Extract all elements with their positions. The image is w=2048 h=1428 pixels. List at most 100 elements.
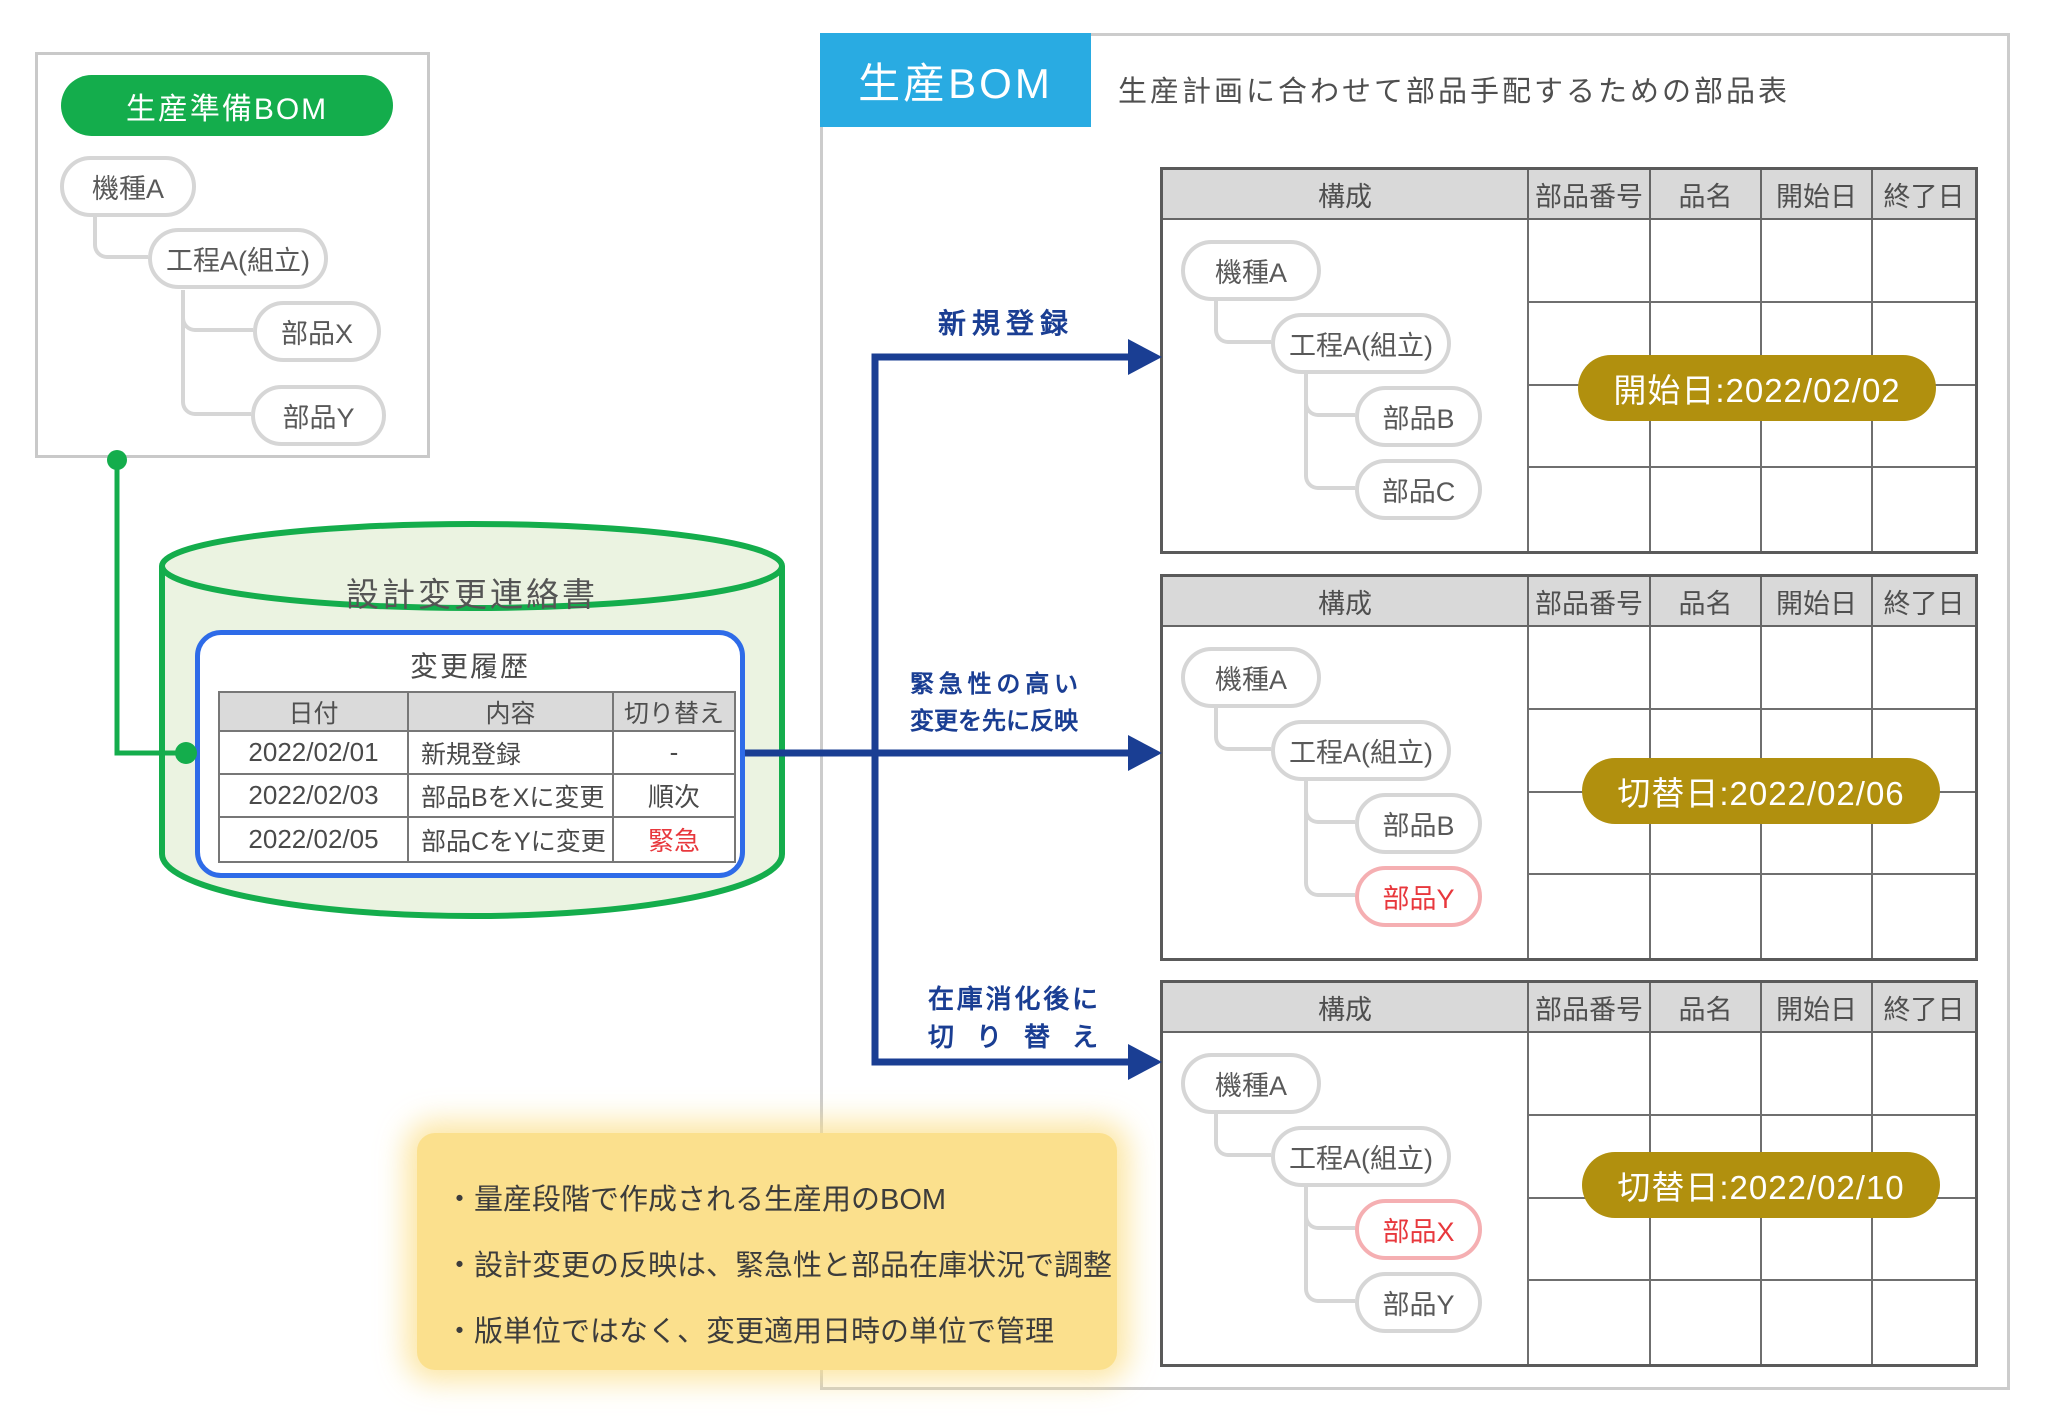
table-cell	[1529, 1198, 1651, 1282]
col-header-part-no: 部品番号	[1529, 983, 1651, 1033]
change-history-table: 日付 内容 切り替え 2022/02/01 新規登録 - 2022/02/03 …	[218, 691, 736, 863]
col-header-date: 日付	[220, 693, 409, 732]
node-part-c: 部品C	[1355, 459, 1482, 520]
node-model-a: 機種A	[1181, 1053, 1321, 1114]
table-cell	[1651, 1198, 1762, 1282]
arrow-label-text: 緊急性の高い	[910, 671, 1078, 698]
history-switch-urgent: 緊急	[614, 818, 734, 861]
arrow-label-text: 新規登録	[938, 308, 1068, 339]
table-cell	[1873, 386, 1975, 469]
table-cell	[1529, 385, 1651, 469]
node-part-y: 部品Y	[251, 385, 386, 446]
table-cell	[1873, 1199, 1975, 1282]
history-switch: 順次	[614, 775, 734, 818]
table-cell	[1762, 220, 1873, 303]
table-cell	[1873, 627, 1975, 710]
prep-bom-panel: 生産準備BOM 機種A 工程A(組立) 部品X 部品Y	[35, 52, 430, 458]
history-switch: -	[614, 732, 734, 775]
table-cell	[1529, 1281, 1651, 1364]
col-header-part-no: 部品番号	[1529, 170, 1651, 220]
note-box: ・量産段階で作成される生産用のBOM ・設計変更の反映は、緊急性と部品在庫状況で…	[417, 1133, 1117, 1370]
structure-cell	[1163, 627, 1529, 958]
history-content: 新規登録	[409, 732, 614, 775]
table-cell	[1651, 468, 1762, 551]
prep-bom-title: 生産準備BOM	[61, 75, 393, 136]
table-cell	[1529, 627, 1651, 710]
change-notice-label: 設計変更連絡書	[346, 576, 598, 613]
arrow-label-after-stock: 在庫消化後に 切り替え	[928, 980, 1098, 1056]
col-header-part-name: 品名	[1651, 983, 1762, 1033]
table-cell	[1762, 468, 1873, 551]
change-history-title: 変更履歴	[409, 651, 530, 682]
node-model-a: 機種A	[1181, 647, 1321, 708]
production-bom-subtitle: 生産計画に合わせて部品手配するための部品表	[1118, 76, 1791, 108]
table-cell	[1873, 468, 1975, 551]
tree-connector	[1304, 374, 1355, 490]
col-header-structure: 構成	[1163, 170, 1529, 220]
table-cell	[1529, 875, 1651, 958]
col-header-end: 終了日	[1873, 577, 1975, 627]
structure-cell	[1163, 220, 1529, 551]
col-header-part-name: 品名	[1651, 577, 1762, 627]
table-cell	[1651, 627, 1762, 710]
node-process-a: 工程A(組立)	[1271, 313, 1451, 374]
table-cell	[1651, 1281, 1762, 1364]
node-part-x-changed: 部品X	[1355, 1199, 1482, 1260]
note-line: ・量産段階で作成される生産用のBOM	[445, 1184, 947, 1216]
node-model-a: 機種A	[60, 156, 196, 217]
tree-connector	[181, 290, 251, 416]
table-cell	[1529, 1033, 1651, 1116]
tree-connector	[1214, 708, 1271, 751]
node-part-y-changed: 部品Y	[1355, 866, 1482, 927]
history-date: 2022/02/01	[220, 732, 409, 775]
table-cell	[1873, 875, 1975, 958]
table-cell	[1873, 793, 1975, 876]
history-date: 2022/02/05	[220, 818, 409, 861]
node-part-y: 部品Y	[1355, 1272, 1482, 1333]
node-part-x: 部品X	[253, 301, 381, 362]
col-header-end: 終了日	[1873, 983, 1975, 1033]
tree-connector	[93, 217, 148, 259]
table-cell	[1529, 792, 1651, 876]
production-bom-title: 生産BOM	[820, 33, 1091, 127]
tree-connector	[1304, 1187, 1355, 1303]
node-model-a: 機種A	[1181, 240, 1321, 301]
arrow-label-urgent-change: 緊急性の高い 変更を先に反映	[910, 666, 1078, 740]
col-header-part-name: 品名	[1651, 170, 1762, 220]
structure-cell	[1163, 1033, 1529, 1364]
tree-connector	[1304, 781, 1355, 897]
arrow-label-text: 在庫消化後に	[928, 984, 1098, 1014]
col-header-switch: 切り替え	[614, 693, 734, 732]
table-cell	[1762, 1281, 1873, 1364]
note-line: ・設計変更の反映は、緊急性と部品在庫状況で調整	[445, 1250, 1113, 1282]
table-cell	[1762, 875, 1873, 958]
table-cell	[1762, 385, 1873, 469]
col-header-start: 開始日	[1762, 170, 1873, 220]
table-cell	[1651, 1033, 1762, 1116]
history-content: 部品CをYに変更	[409, 818, 614, 861]
table-cell	[1651, 875, 1762, 958]
col-header-part-no: 部品番号	[1529, 577, 1651, 627]
col-header-start: 開始日	[1762, 983, 1873, 1033]
tree-connector	[1214, 1114, 1271, 1157]
table-cell	[1762, 1033, 1873, 1116]
history-date: 2022/02/03	[220, 775, 409, 818]
node-process-a: 工程A(組立)	[1271, 720, 1451, 781]
arrow-label-text: 変更を先に反映	[910, 708, 1078, 735]
table-cell	[1762, 792, 1873, 876]
col-header-structure: 構成	[1163, 983, 1529, 1033]
table-cell	[1529, 468, 1651, 551]
table-cell	[1651, 792, 1762, 876]
start-date-badge: 開始日:2022/02/02	[1578, 355, 1936, 421]
note-line: ・版単位ではなく、変更適用日時の単位で管理	[445, 1316, 1055, 1348]
table-cell	[1873, 1033, 1975, 1116]
history-content: 部品BをXに変更	[409, 775, 614, 818]
switch-date-badge-2: 切替日:2022/02/10	[1582, 1152, 1940, 1218]
col-header-content: 内容	[409, 693, 614, 732]
table-cell	[1651, 220, 1762, 303]
table-cell	[1651, 385, 1762, 469]
table-cell	[1873, 220, 1975, 303]
col-header-structure: 構成	[1163, 577, 1529, 627]
switch-date-badge-1: 切替日:2022/02/06	[1582, 758, 1940, 824]
